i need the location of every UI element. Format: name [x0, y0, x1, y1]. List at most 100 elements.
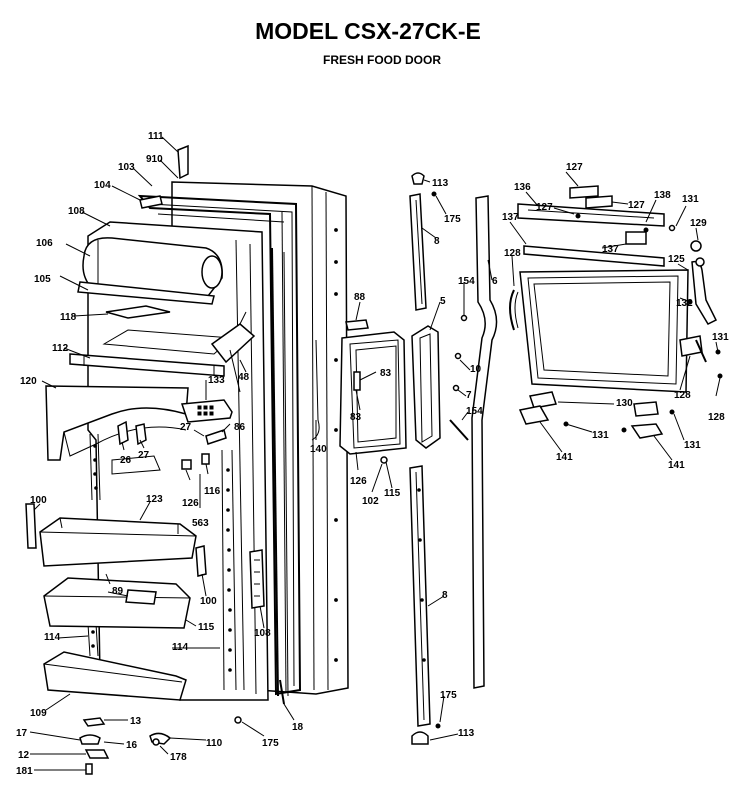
rail-137 — [523, 245, 665, 267]
callout-127-left: 127 — [536, 202, 553, 213]
callout-131-right: 131 — [712, 332, 729, 343]
callout-8-upper: 8 — [434, 236, 440, 247]
callout-100-right: 100 — [200, 596, 217, 607]
callout-17: 17 — [16, 728, 28, 739]
handle-part-7 — [449, 314, 469, 441]
hinge-brackets-141 — [518, 213, 702, 439]
callout-10: 10 — [470, 364, 482, 375]
callout-178: 178 — [170, 752, 187, 763]
callout-133: 133 — [208, 375, 225, 386]
callout-113-bottom: 113 — [458, 728, 475, 739]
callout-127-top: 127 — [566, 162, 583, 173]
callout-27-upper: 27 — [180, 422, 192, 433]
callout-7: 7 — [466, 390, 472, 401]
callout-128-left: 128 — [504, 248, 521, 259]
callout-129: 129 — [690, 218, 707, 229]
hinge-assembly-128-right — [679, 335, 723, 379]
door-bin-lower — [43, 651, 187, 701]
callout-104: 104 — [94, 180, 111, 191]
knob-116 — [181, 453, 210, 470]
callout-116: 116 — [204, 486, 221, 497]
callout-138: 138 — [654, 190, 671, 201]
callout-labels: 111 910 103 104 108 106 105 118 112 120 … — [16, 131, 729, 777]
callout-175-bottom: 175 — [440, 690, 457, 701]
top-cap-111 — [177, 144, 189, 180]
callout-88: 88 — [354, 292, 366, 303]
callout-48: 48 — [238, 372, 250, 383]
callout-108-upper: 108 — [68, 206, 85, 217]
butter-tray — [105, 305, 171, 319]
liner-rail-dots — [226, 468, 232, 672]
callout-86: 86 — [234, 422, 246, 433]
callout-154-lower: 154 — [466, 406, 483, 417]
callout-910: 910 — [146, 154, 163, 165]
callout-27-lower: 27 — [138, 450, 150, 461]
screw-102 — [380, 456, 388, 464]
callout-16: 16 — [126, 740, 138, 751]
diagram-subtitle: FRESH FOOD DOOR — [322, 53, 441, 67]
clip-100-right — [195, 545, 207, 577]
callout-8-lower: 8 — [442, 590, 448, 601]
hinge-arm-128-left — [509, 289, 519, 331]
callout-115-left: 115 — [198, 622, 215, 633]
callout-120: 120 — [20, 376, 37, 387]
callout-127-right: 127 — [628, 200, 645, 211]
callout-128-far-right: 128 — [708, 412, 725, 423]
callout-6: 6 — [492, 276, 498, 287]
part-88 — [345, 319, 369, 331]
upper-rail — [69, 353, 225, 377]
callout-130: 130 — [616, 398, 633, 409]
callout-83-upper: 83 — [380, 368, 392, 379]
callout-108-lower: 108 — [254, 628, 271, 639]
door-gasket-frame — [137, 194, 302, 696]
callout-103: 103 — [118, 162, 135, 173]
callout-105: 105 — [34, 274, 51, 285]
trim-strip-8-lower — [409, 465, 431, 727]
callout-154-upper: 154 — [458, 276, 475, 287]
callout-113-top: 113 — [432, 178, 449, 189]
callout-106: 106 — [36, 238, 53, 249]
callout-175-top: 175 — [444, 214, 461, 225]
callout-13-left: 13 — [130, 716, 142, 727]
hinge-arm-132 — [687, 257, 718, 325]
callout-115-middle: 115 — [384, 488, 401, 499]
callout-126-left: 126 — [182, 498, 199, 509]
callout-175-left: 175 — [262, 738, 279, 749]
callout-131-top: 131 — [682, 194, 699, 205]
dispenser-door-125 — [519, 269, 689, 393]
callout-128-right: 128 — [674, 390, 691, 401]
callout-123: 123 — [146, 494, 163, 505]
callout-118: 118 — [60, 312, 77, 323]
dispenser-control-box — [180, 399, 233, 423]
callout-18: 18 — [292, 722, 304, 733]
hinge-brackets-130 — [529, 391, 659, 417]
diagram-title: MODEL CSX-27CK-E — [255, 18, 481, 44]
trim-strip-8-upper — [409, 193, 427, 311]
callout-114-right: 114 — [172, 642, 189, 653]
top-bracket-136 — [517, 185, 665, 245]
callout-140: 140 — [310, 444, 327, 455]
callout-141-left: 141 — [556, 452, 573, 463]
dispenser-arm — [210, 311, 256, 393]
callout-83-lower: 83 — [350, 412, 362, 423]
dairy-compartment-door — [82, 237, 223, 297]
callout-5: 5 — [440, 296, 446, 307]
left-rail — [87, 433, 101, 657]
callout-12: 12 — [18, 750, 30, 761]
callout-102: 102 — [362, 496, 379, 507]
dairy-shelf — [77, 281, 215, 305]
clip-100-left — [25, 503, 37, 549]
callout-126-middle: 126 — [350, 476, 367, 487]
callout-563: 563 — [192, 518, 209, 529]
dispenser-frame-83 — [339, 331, 407, 455]
callout-114-left: 114 — [44, 632, 61, 643]
callout-112: 112 — [52, 343, 69, 354]
callout-89: 89 — [112, 586, 124, 597]
callout-141-right: 141 — [668, 460, 685, 471]
callout-110: 110 — [206, 738, 223, 749]
clips-26-27 — [111, 420, 161, 475]
callout-181: 181 — [16, 766, 33, 777]
callout-131-lower-right: 131 — [684, 440, 701, 451]
shell-screw-holes — [334, 228, 338, 662]
